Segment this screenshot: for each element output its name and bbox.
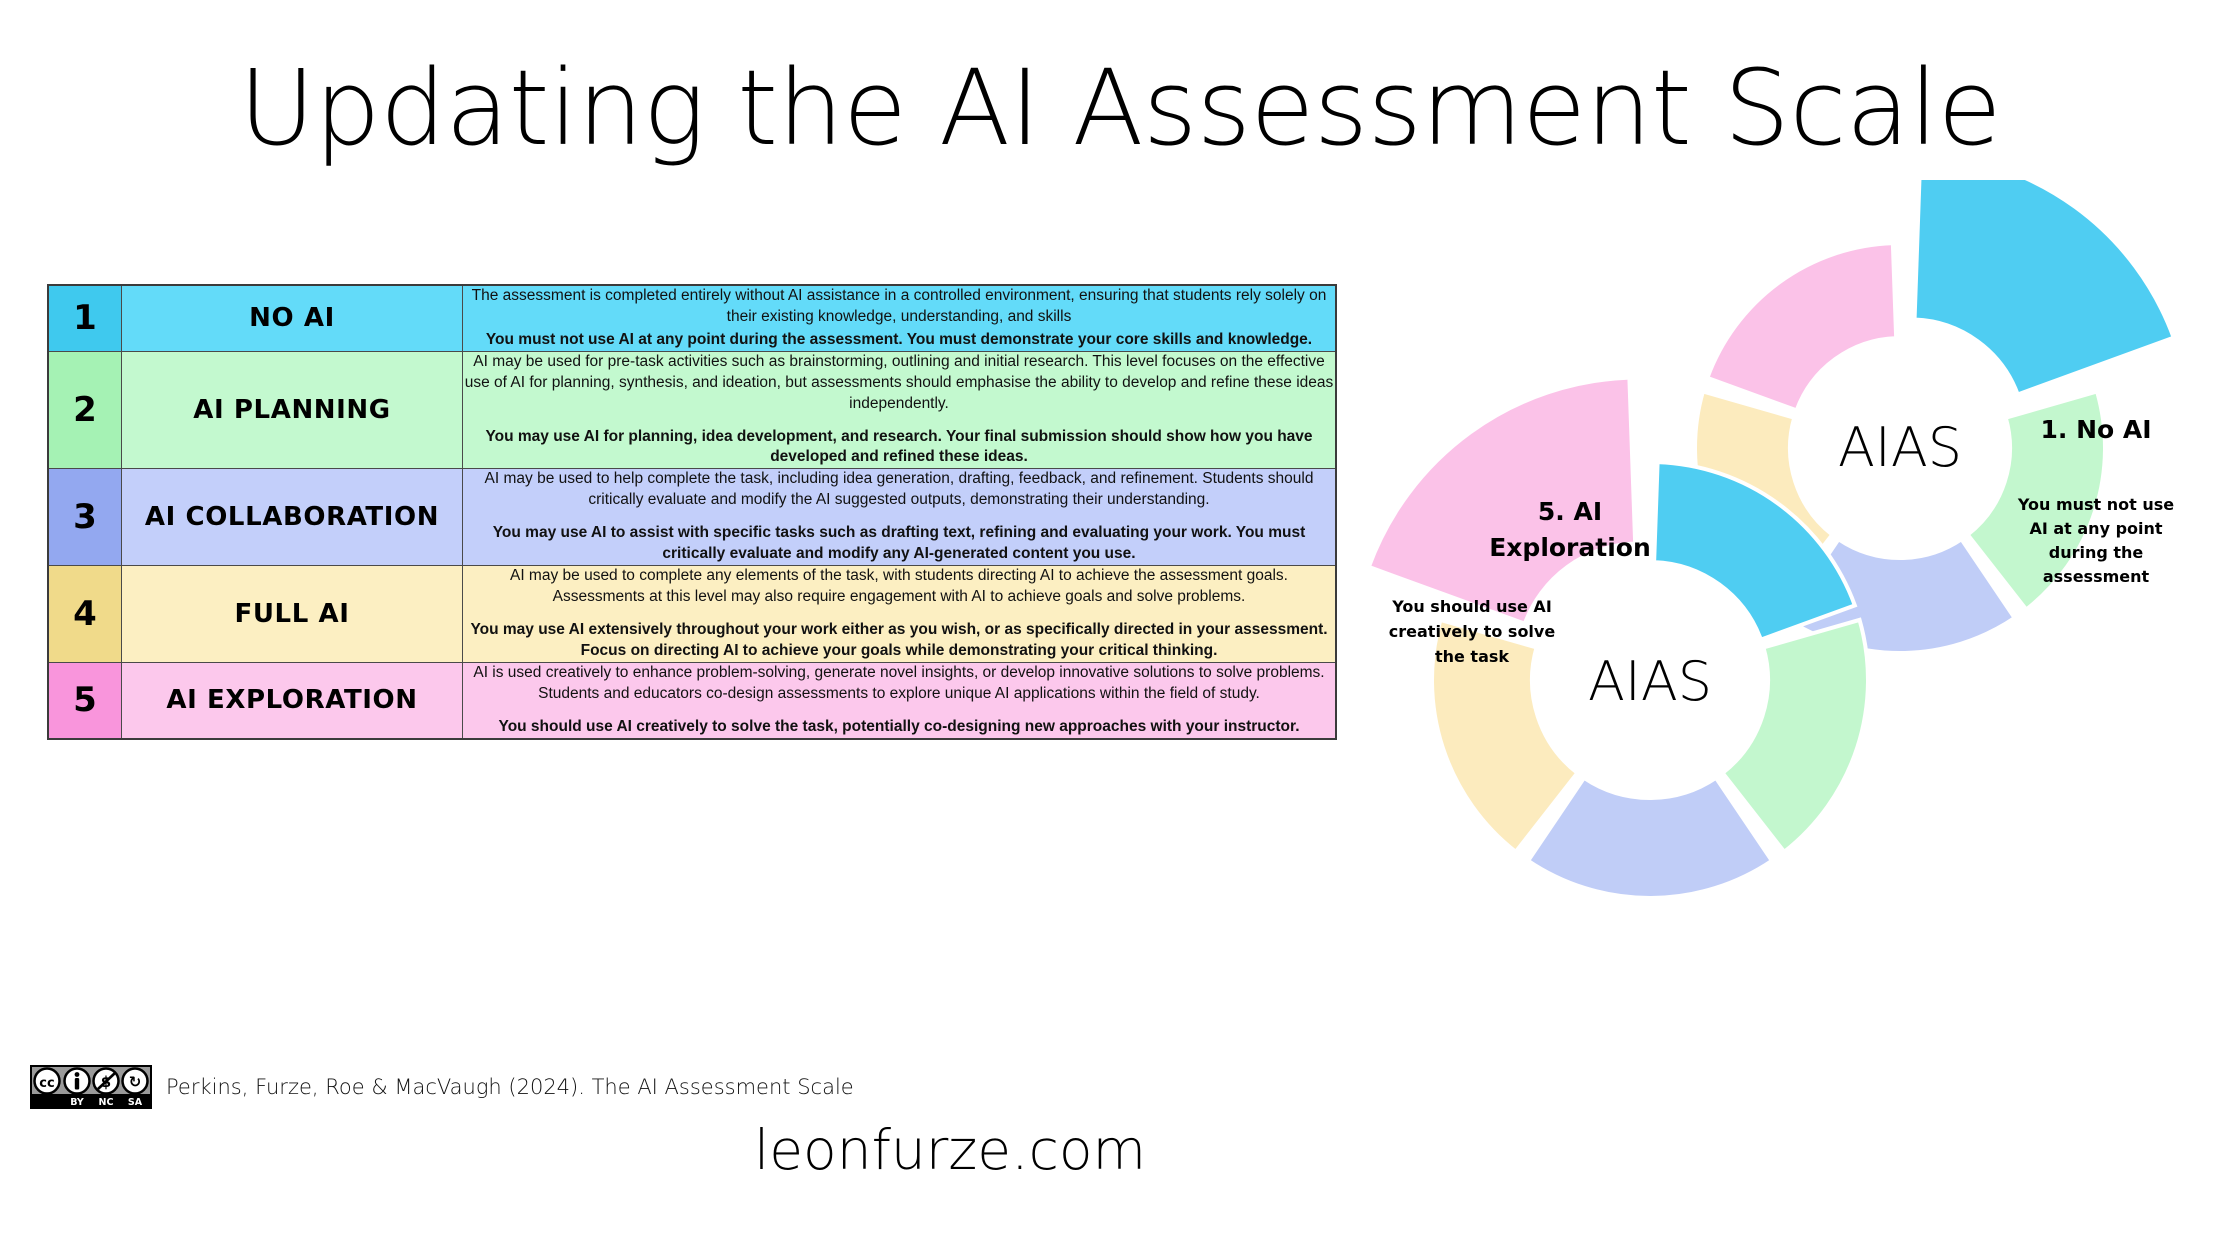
level-number-cell: 3 [47, 468, 122, 567]
back-ring-highlight-body-line: during the [2049, 543, 2144, 562]
wheel-segment [1366, 375, 1638, 627]
level-statement-text: You should use AI creatively to solve th… [498, 717, 1300, 735]
level-description-cell: AI may be used for pre-task activities s… [462, 350, 1337, 470]
cc-by-label: BY [70, 1097, 84, 1108]
page-title: Updating the AI Assessment Scale [238, 47, 2002, 169]
level-description-text: AI may be used to help complete the task… [484, 470, 1314, 509]
svg-text:cc: cc [39, 1076, 54, 1091]
wheel-hub [1536, 566, 1764, 794]
front-donut-ring [1366, 375, 1870, 900]
level-label-cell: AI PLANNING [121, 350, 463, 470]
front-ring-highlight-title-line: 5. AI [1538, 497, 1602, 526]
table-row: 3 AI COLLABORATION AI may be used to hel… [47, 468, 1337, 567]
table-body: 1 NO AI The assessment is completed enti… [47, 284, 1337, 740]
wheel-segment [1652, 460, 1858, 643]
back-ring-highlight-body-line: assessment [2043, 567, 2150, 586]
level-statement-text: You may use AI for planning, idea develo… [485, 427, 1313, 466]
level-description-text: AI may be used to complete any elements … [509, 567, 1288, 605]
attribution-text: Perkins, Furze, Roe & MacVaugh (2024). T… [166, 1075, 854, 1099]
level-number-cell: 1 [47, 284, 122, 352]
back-ring-center-label: AIAS [1838, 416, 1962, 479]
level-description-text: AI is used creatively to enhance problem… [473, 663, 1325, 702]
level-description-cell: The assessment is completed entirely wit… [462, 284, 1337, 352]
level-statement-text: You must not use AI at any point during … [485, 330, 1313, 348]
wheel-segment [1430, 617, 1581, 855]
level-description-cell: AI may be used to complete any elements … [462, 565, 1337, 663]
front-ring-highlight-title-line: Exploration [1489, 533, 1651, 562]
wheel-segment [1704, 241, 1899, 413]
level-statement-text: You may use AI to assist with specific t… [492, 524, 1306, 563]
wheel-svg: AIAS 1. No AI You must not use AI at any po… [1366, 180, 2177, 900]
wheel-segment [1964, 389, 2107, 613]
table-row: 4 FULL AI AI may be used to complete any… [47, 565, 1337, 663]
level-label-cell: AI COLLABORATION [121, 468, 463, 567]
level-label-cell: NO AI [121, 284, 463, 352]
front-ring-highlight-body-line: creatively to solve [1389, 622, 1556, 641]
back-ring-highlight-title: 1. No AI [2040, 415, 2151, 444]
back-ring-highlight-body-line: AI at any point [2029, 519, 2162, 538]
level-description-cell: AI is used creatively to enhance problem… [462, 661, 1337, 740]
level-statement-text: You may use AI extensively throughout yo… [470, 620, 1328, 659]
wheel-segment [1912, 180, 2177, 398]
site-url: leonfurze.com [753, 1118, 1147, 1182]
level-number-cell: 2 [47, 350, 122, 470]
level-description-text: AI may be used for pre-task activities s… [464, 352, 1334, 412]
table-row: 5 AI EXPLORATION AI is used creatively t… [47, 661, 1337, 740]
wheel-segment [1719, 617, 1870, 855]
ai-assessment-scale-table: 1 NO AI The assessment is completed enti… [47, 284, 1337, 740]
front-ring-highlight-body-line: the task [1435, 647, 1509, 666]
level-number-cell: 5 [47, 661, 122, 740]
level-label-cell: AI EXPLORATION [121, 661, 463, 740]
front-ring-highlight-body-line: You should use AI [1391, 597, 1552, 616]
aias-wheel-diagram: AIAS 1. No AI You must not use AI at any po… [1330, 180, 2230, 1080]
attribution-block: cc $ ↻ BY NC SA Perkins, Furze, Roe & Ma… [30, 1065, 854, 1109]
level-description-cell: AI may be used to help complete the task… [462, 468, 1337, 567]
cc-sa-label: SA [128, 1097, 143, 1108]
level-label-cell: FULL AI [121, 565, 463, 663]
cc-nc-label: NC [99, 1097, 114, 1108]
back-ring-highlight-body-line: You must not use [2017, 495, 2174, 514]
table-row: 1 NO AI The assessment is completed enti… [47, 284, 1337, 352]
wheel-segment [1525, 775, 1775, 900]
creative-commons-license-icon: cc $ ↻ BY NC SA [30, 1065, 152, 1109]
front-ring-center-label: AIAS [1588, 650, 1712, 713]
svg-text:↻: ↻ [129, 1073, 142, 1091]
table-row: 2 AI PLANNING AI may be used for pre-tas… [47, 350, 1337, 470]
wheel-hub [1794, 342, 2006, 554]
level-description-text: The assessment is completed entirely wit… [471, 287, 1327, 325]
level-number-cell: 4 [47, 565, 122, 663]
wheel-text-layer: AIAS 1. No AI You must not use AI at any po… [1389, 415, 2174, 713]
